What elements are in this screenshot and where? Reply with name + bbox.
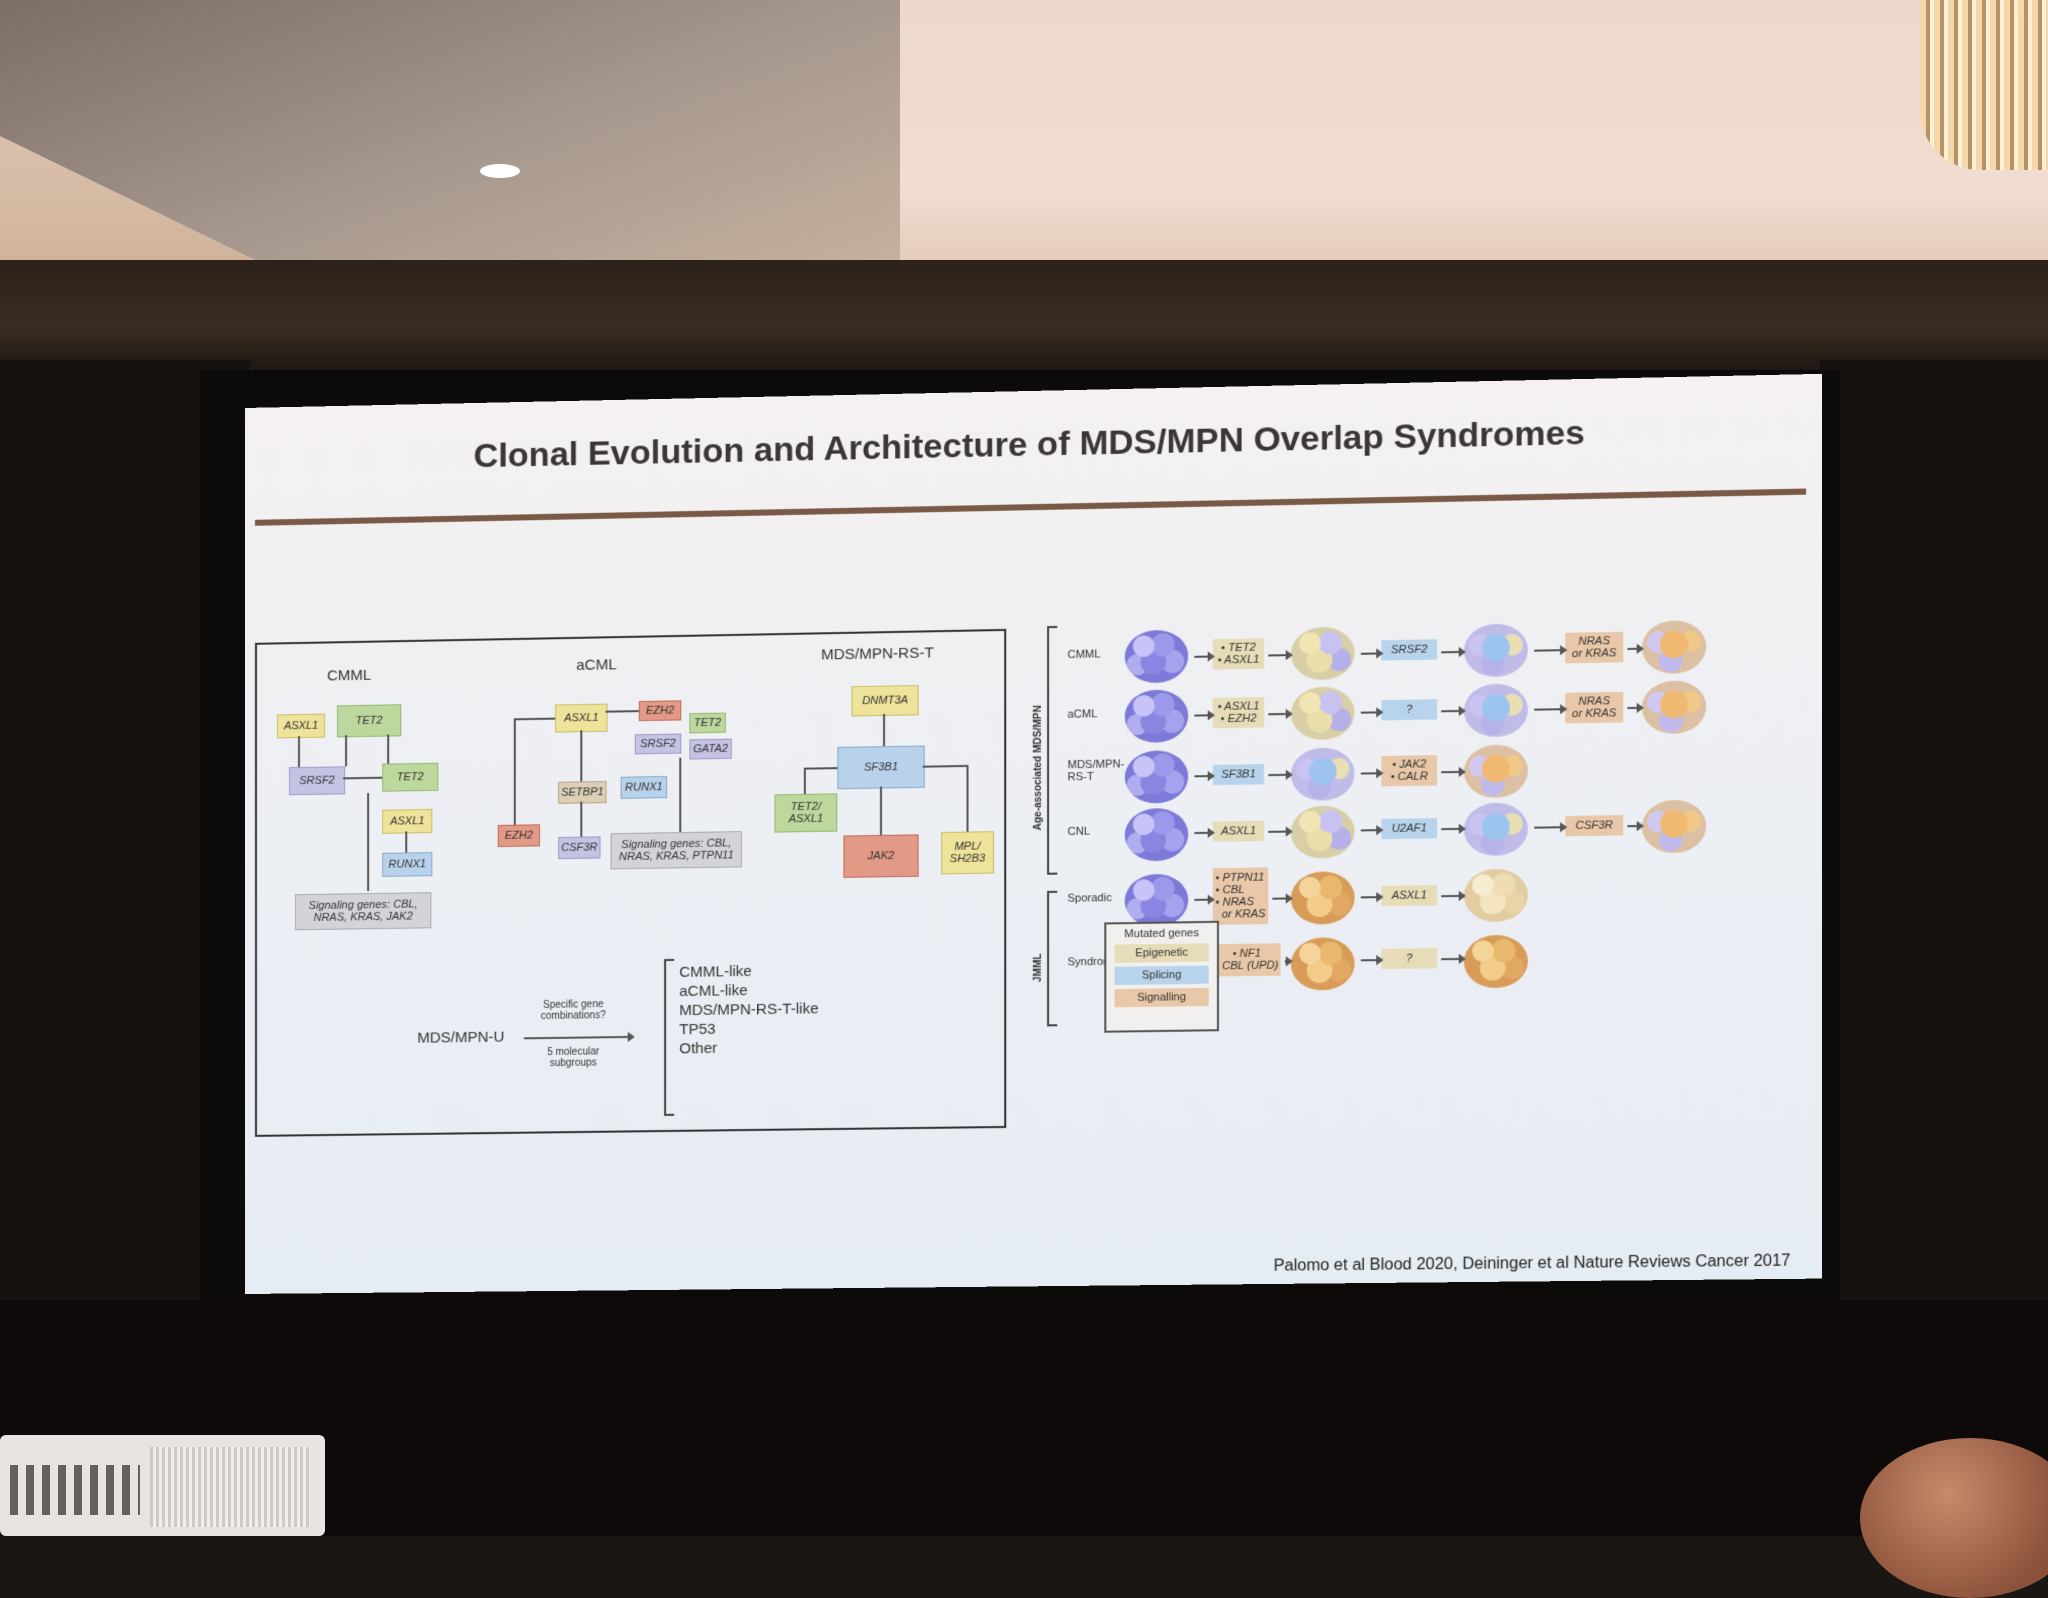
clone-cluster: [1463, 934, 1528, 989]
row-label-acml: aCML: [1067, 708, 1098, 721]
jmml-label: JMML: [1032, 953, 1045, 983]
clone-cluster: [1463, 623, 1528, 678]
clone-cluster: [1124, 750, 1189, 804]
row-label-cmml: CMML: [1067, 648, 1101, 662]
jmml-bracket: [1047, 890, 1058, 1027]
clone-cluster: [1124, 689, 1189, 744]
acml-setbp1-box: SETBP1: [558, 781, 607, 804]
cmml-asxl1-box-2: ASXL1: [382, 808, 433, 834]
projector-ports: [10, 1465, 140, 1515]
acml-tet2-box: TET2: [689, 712, 726, 734]
mutation-box: ASXL1: [1381, 885, 1438, 907]
chandelier: [1920, 0, 2048, 170]
mutation-box: ?: [1381, 699, 1438, 721]
clone-cluster: [1124, 807, 1189, 862]
rst-sf3b1-box: SF3B1: [837, 745, 925, 790]
wall-band: [0, 260, 2048, 370]
stage-floor: [0, 1300, 2048, 1536]
mutation-box: • PTPN11 • CBL • NRAS or KRAS: [1212, 867, 1269, 925]
subgroup-item: aCML-like: [679, 982, 748, 1001]
cmml-asxl1-box: ASXL1: [276, 713, 326, 739]
row-label-sporadic: Sporadic: [1067, 892, 1112, 905]
clone-cluster: [1290, 871, 1355, 925]
mutation-box: • TET2 • ASXL1: [1212, 638, 1265, 670]
mds-mpn-u-label: MDS/MPN-U: [417, 1028, 505, 1047]
age-associated-label: Age-associated MDS/MPN: [1032, 705, 1045, 831]
legend-title: Mutated genes: [1124, 927, 1199, 941]
clone-cluster: [1124, 873, 1189, 928]
clone-cluster: [1463, 802, 1528, 857]
clone-cluster: [1290, 805, 1355, 859]
acml-gata2-box: GATA2: [689, 738, 732, 760]
cmml-runx1-box: RUNX1: [382, 852, 433, 877]
u-arrow: [523, 1035, 629, 1040]
row-label-rst: MDS/MPN- RS-T: [1067, 758, 1125, 784]
ceiling-light: [480, 164, 520, 178]
clone-cluster: [1641, 680, 1707, 735]
projector: [0, 1435, 325, 1536]
u-subgroup-list: CMML-like aCML-like MDS/MPN-RS-T-like TP…: [679, 961, 818, 1059]
mutation-box: SRSF2: [1381, 639, 1438, 661]
rst-tet2-asxl1-box: TET2/ ASXL1: [774, 793, 838, 833]
acml-srsf2-box: SRSF2: [634, 733, 682, 755]
left-diagram-panel: CMML ASXL1 TET2 SRSF2 TET2 ASXL1 RUNX1 S…: [254, 628, 1007, 1137]
slide-citation: Palomo et al Blood 2020, Deininger et al…: [1273, 1252, 1791, 1275]
acml-csf3r-box: CSF3R: [558, 836, 601, 860]
clone-cluster: [1463, 683, 1528, 738]
mutation-box: NRAS or KRAS: [1565, 631, 1624, 664]
clone-cluster: [1641, 620, 1707, 675]
mutation-box: • ASXL1 • EZH2: [1212, 697, 1265, 729]
clone-cluster: [1124, 629, 1189, 684]
u-arrow-top-text: Specific gene combinations?: [540, 999, 606, 1023]
cmml-header: CMML: [327, 666, 372, 685]
title-rule: [254, 488, 1807, 526]
acml-header: aCML: [576, 656, 617, 675]
rst-jak2-box: JAK2: [843, 834, 919, 878]
mutated-genes-legend: Mutated genes Epigenetic Splicing Signal…: [1104, 920, 1219, 1033]
subgroup-item: TP53: [679, 1020, 716, 1039]
acml-ezh2-box-2: EZH2: [497, 824, 540, 848]
cmml-tet2-box-2: TET2: [382, 762, 439, 792]
subgroup-item: MDS/MPN-RS-T-like: [679, 1000, 819, 1020]
legend-signalling: Signalling: [1114, 987, 1209, 1008]
clone-cluster: [1463, 868, 1528, 923]
clone-cluster: [1290, 686, 1355, 741]
mutation-box: ASXL1: [1212, 820, 1265, 842]
age-bracket: [1047, 625, 1058, 875]
slide-title: Clonal Evolution and Architecture of MDS…: [473, 413, 1585, 476]
cmml-tet2-box: TET2: [337, 704, 402, 738]
mutation-box: • JAK2 • CALR: [1381, 755, 1438, 787]
projected-slide: Clonal Evolution and Architecture of MDS…: [245, 373, 1822, 1294]
clone-cluster: [1463, 744, 1528, 799]
rst-header: MDS/MPN-RS-T: [821, 644, 934, 664]
clone-cluster: [1290, 626, 1355, 681]
clone-cluster: [1290, 747, 1355, 802]
acml-asxl1-box: ASXL1: [555, 703, 608, 733]
row-label-cnl: CNL: [1067, 825, 1090, 839]
acml-ezh2-box: EZH2: [638, 700, 682, 722]
legend-splicing: Splicing: [1114, 965, 1209, 986]
mutation-box: ?: [1381, 948, 1438, 970]
subgroup-item: Other: [679, 1039, 718, 1058]
mutation-box: U2AF1: [1381, 818, 1438, 840]
u-bracket: [664, 958, 675, 1116]
u-arrow-bottom-text: 5 molecular subgroups: [547, 1046, 600, 1070]
acml-runx1-box: RUNX1: [620, 775, 668, 799]
projector-vent: [150, 1447, 310, 1527]
legend-epigenetic: Epigenetic: [1114, 943, 1209, 963]
rst-mpl-box: MPL/ SH2B3: [941, 831, 995, 875]
acml-signaling-box: Signaling genes: CBL, NRAS, KRAS, PTPN11: [610, 831, 742, 870]
cmml-srsf2-box: SRSF2: [288, 766, 346, 796]
mutation-box: • NF1 • CBL (UPD): [1212, 943, 1281, 977]
rst-dnmt3a-box: DNMT3A: [851, 685, 919, 717]
cmml-signaling-box: Signaling genes: CBL, NRAS, KRAS, JAK2: [295, 892, 432, 931]
clone-cluster: [1641, 799, 1707, 854]
subgroup-item: CMML-like: [679, 962, 752, 981]
mutation-box: SF3B1: [1212, 764, 1265, 786]
clone-cluster: [1290, 937, 1355, 991]
mutation-box: CSF3R: [1565, 815, 1624, 837]
mutation-box: NRAS or KRAS: [1565, 691, 1624, 724]
